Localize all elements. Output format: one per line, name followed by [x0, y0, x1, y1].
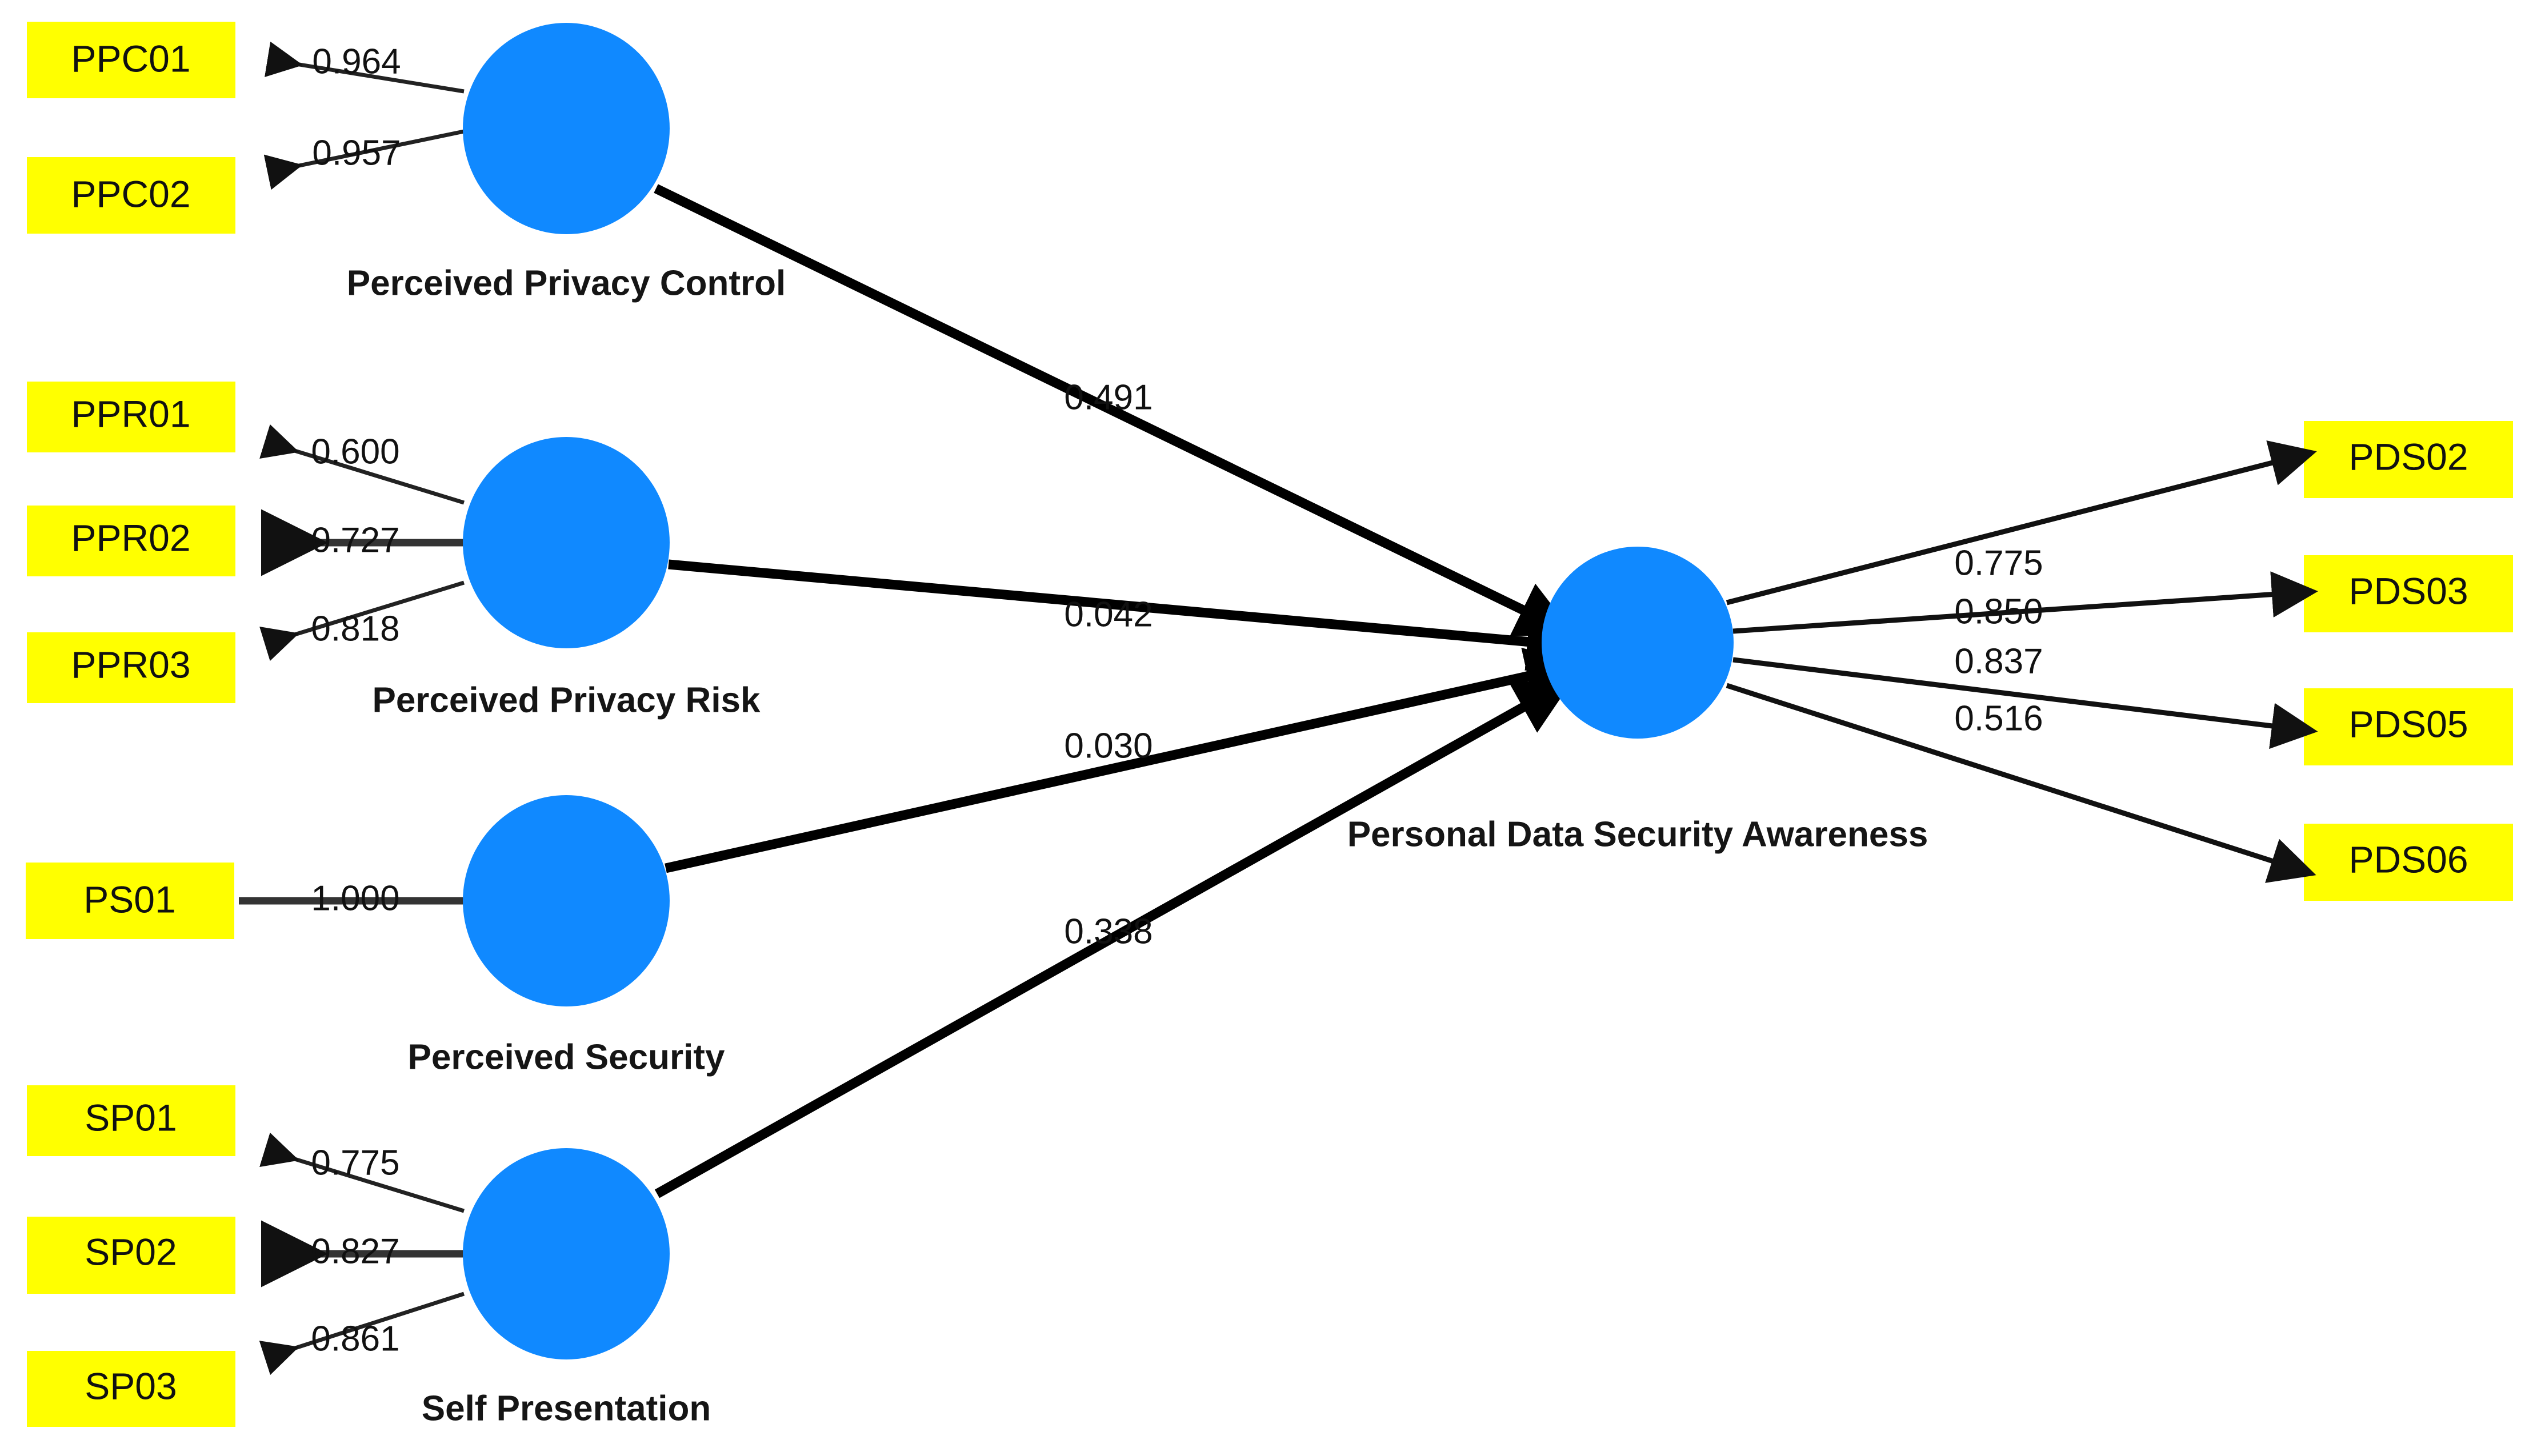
loading-arrow-ppr01 — [259, 424, 465, 505]
path-arrow-ppr-to-pdsa — [668, 559, 1586, 671]
loading-value-ppr01: 0.600 — [311, 432, 399, 471]
loading-value-ppc01: 0.964 — [312, 42, 401, 81]
path-coefficient-ppr: 0.042 — [1064, 595, 1153, 634]
loading-arrow-pds05 — [1732, 657, 2318, 749]
indicator-box-pds05[interactable]: PDS05 — [2304, 688, 2513, 765]
construct-label-ppr: Perceived Privacy Risk — [372, 680, 761, 720]
loading-value-sp03: 0.861 — [311, 1319, 399, 1358]
indicator-box-ps01[interactable]: PS01 — [26, 863, 234, 939]
indicator-rect — [2304, 421, 2513, 498]
loading-value-sp01: 0.775 — [311, 1143, 399, 1182]
loading-value-pds06: 0.516 — [1954, 699, 2043, 738]
construct-ellipse-ppc[interactable] — [463, 23, 670, 234]
indicator-label: PPR02 — [71, 516, 190, 559]
structural-paths: 0.491 0.042 0.030 0.338 — [654, 184, 1586, 1198]
indicator-rect — [2304, 824, 2513, 901]
indicator-box-ppc01[interactable]: PPC01 — [27, 22, 235, 98]
indicator-label: PPR03 — [71, 643, 190, 685]
loading-arrow-ppc02 — [263, 129, 465, 190]
path-arrow-ps-to-pdsa — [665, 647, 1584, 873]
construct-group-pdsa: Personal Data Security Awareness PDS02 P… — [1347, 421, 2513, 901]
indicator-rect — [2304, 688, 2513, 765]
indicator-box-pds03[interactable]: PDS03 — [2304, 555, 2513, 632]
loading-arrow-ppc01 — [265, 41, 465, 94]
path-arrow-sp-to-pdsa — [654, 679, 1574, 1198]
indicator-box-ppr03[interactable]: PPR03 — [27, 632, 235, 703]
indicator-rect — [27, 22, 235, 98]
indicator-label: PDS05 — [2348, 703, 2468, 745]
indicator-label: PDS03 — [2348, 569, 2468, 612]
construct-group-ppr: PPR01 PPR02 PPR03 0.600 0.727 0.818 Perc… — [27, 382, 761, 720]
loading-arrow-pds03 — [1732, 571, 2318, 634]
indicator-rect — [27, 632, 235, 703]
loading-arrow-ppr03 — [259, 580, 465, 661]
loading-value-ps01: 1.000 — [311, 879, 399, 918]
indicator-box-sp02[interactable]: SP02 — [27, 1217, 235, 1294]
indicator-label: SP01 — [85, 1096, 177, 1138]
indicator-label: PPC02 — [71, 173, 190, 215]
indicator-rect — [27, 1351, 235, 1427]
loading-value-ppr02: 0.727 — [311, 520, 399, 560]
construct-label-sp: Self Presentation — [422, 1389, 711, 1428]
indicator-label: SP03 — [85, 1365, 177, 1407]
construct-ellipse-sp[interactable] — [463, 1148, 670, 1359]
construct-ellipse-ppr[interactable] — [463, 437, 670, 648]
loading-value-pds05: 0.837 — [1954, 641, 2043, 681]
indicator-box-ppr02[interactable]: PPR02 — [27, 506, 235, 576]
indicator-box-ppr01[interactable]: PPR01 — [27, 382, 235, 452]
indicator-label: SP02 — [85, 1230, 177, 1273]
path-coefficient-ppc: 0.491 — [1064, 378, 1153, 417]
loading-arrow-sp01 — [259, 1132, 465, 1213]
path-coefficient-sp: 0.338 — [1064, 912, 1153, 951]
loading-arrow-pds02 — [1726, 440, 2317, 605]
indicator-box-sp01[interactable]: SP01 — [27, 1085, 235, 1156]
loading-value-pds03: 0.850 — [1954, 592, 2043, 631]
indicator-box-pds06[interactable]: PDS06 — [2304, 824, 2513, 901]
indicator-rect — [27, 506, 235, 576]
loading-value-ppr03: 0.818 — [311, 609, 399, 648]
indicator-rect — [27, 1217, 235, 1294]
path-coefficient-ps: 0.030 — [1064, 726, 1153, 765]
indicator-rect — [2304, 555, 2513, 632]
indicator-box-sp03[interactable]: SP03 — [27, 1351, 235, 1427]
indicator-rect — [26, 863, 234, 939]
loading-value-pds02: 0.775 — [1954, 543, 2043, 583]
construct-label-ppc: Perceived Privacy Control — [347, 263, 786, 303]
indicator-label: PS01 — [83, 878, 175, 920]
indicator-label: PDS02 — [2348, 435, 2468, 478]
path-arrow-ppc-to-pdsa — [654, 184, 1575, 636]
loading-value-sp02: 0.827 — [311, 1232, 399, 1271]
construct-group-ppc: PPC01 PPC02 0.964 0.957 Perceived Privac… — [27, 22, 786, 303]
construct-group-ps: PS01 1.000 Perceived Security — [26, 795, 725, 1077]
loading-value-ppc02: 0.957 — [312, 133, 401, 173]
loading-arrow-sp03 — [259, 1291, 465, 1375]
construct-label-pdsa: Personal Data Security Awareness — [1347, 815, 1928, 854]
construct-label-ps: Perceived Security — [408, 1037, 725, 1077]
loading-arrow-pds06 — [1726, 683, 2316, 883]
indicator-label: PDS06 — [2348, 838, 2468, 880]
indicator-rect — [27, 1085, 235, 1156]
construct-group-sp: SP01 SP02 SP03 0.775 0.827 0.861 Self Pr… — [27, 1085, 711, 1428]
indicator-rect — [27, 157, 235, 234]
construct-ellipse-pdsa[interactable] — [1542, 547, 1734, 739]
indicator-label: PPC01 — [71, 37, 190, 79]
construct-ellipse-ps[interactable] — [463, 795, 670, 1006]
indicator-rect — [27, 382, 235, 452]
indicator-box-pds02[interactable]: PDS02 — [2304, 421, 2513, 498]
indicator-label: PPR01 — [71, 392, 190, 435]
indicator-box-ppc02[interactable]: PPC02 — [27, 157, 235, 234]
